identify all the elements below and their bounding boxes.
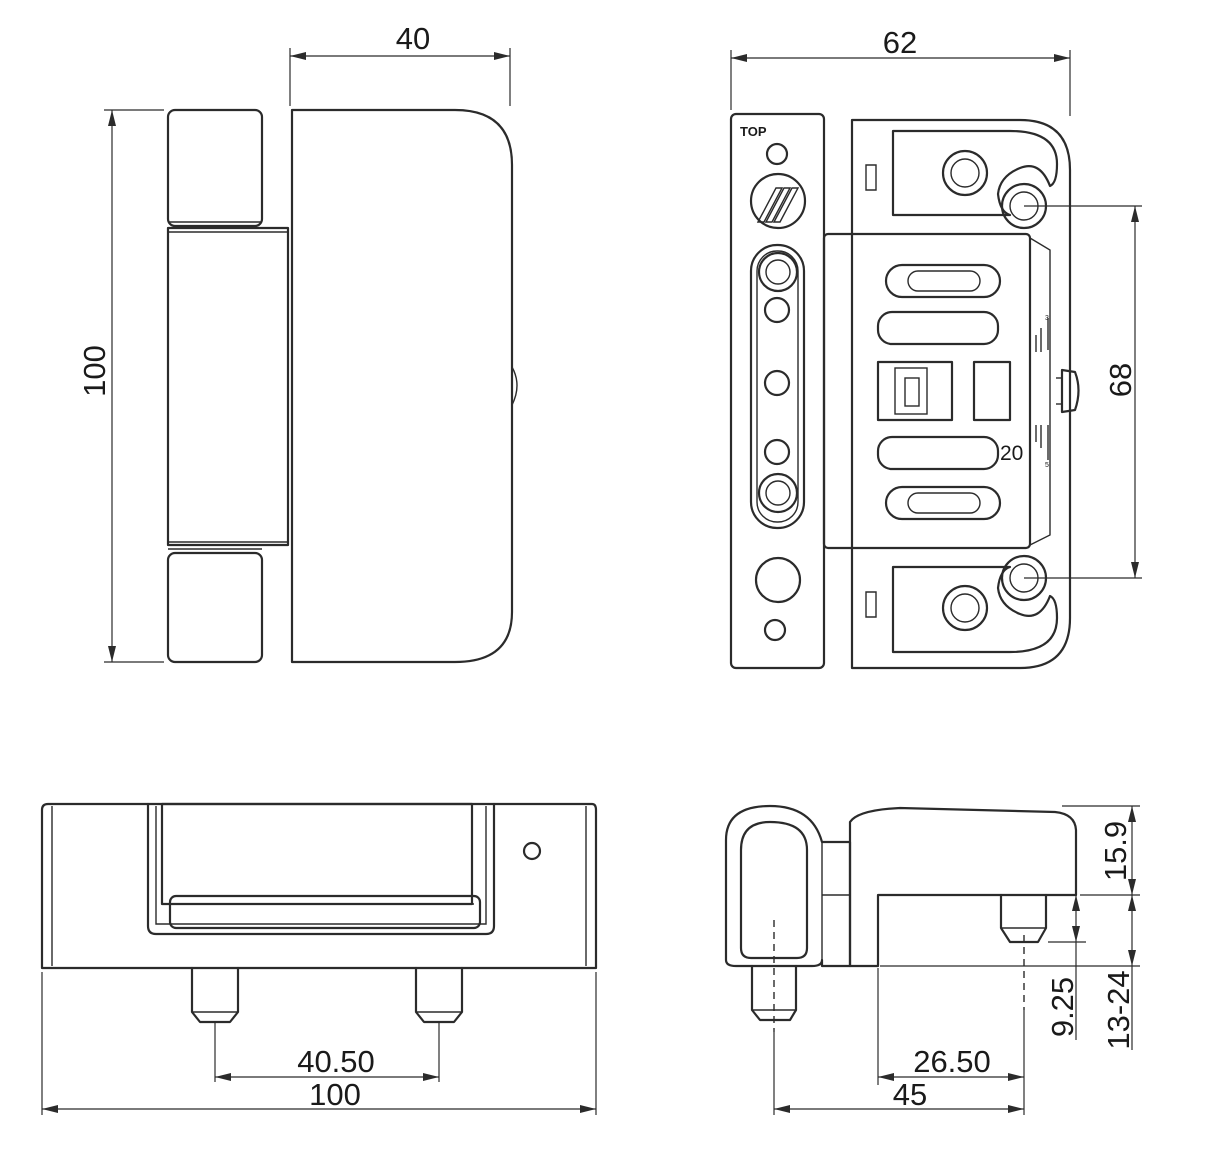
profile-leaf	[848, 806, 1078, 968]
bottom-view: 40.50 100	[40, 802, 598, 1115]
pin-left	[190, 966, 240, 1024]
dim-hole-spacing: 68	[1103, 363, 1138, 397]
dim-front-height: 100	[77, 345, 112, 397]
scale-top-tick: 3	[1045, 315, 1049, 322]
bottom-body	[40, 802, 598, 970]
center-housing	[822, 232, 1032, 550]
slot-outline	[749, 243, 806, 530]
lower-pocket	[891, 565, 1059, 654]
adjust-cam	[511, 366, 518, 406]
upper-pocket	[891, 129, 1059, 217]
profile-barrel	[724, 804, 852, 968]
lower-knuckle	[166, 551, 264, 664]
profile-knuckle	[739, 820, 809, 960]
pin-right	[414, 966, 464, 1024]
upper-knuckle	[166, 108, 264, 228]
adjustment-scale: 3 5 20	[1000, 315, 1049, 469]
profile-pin	[750, 964, 798, 1022]
center-barrel	[166, 226, 290, 547]
front-view: 40 100	[77, 21, 518, 664]
leaf-plate	[850, 118, 1072, 670]
dim-profile-top: 15.9	[1098, 821, 1133, 881]
dim-side-width: 62	[883, 25, 917, 60]
dim-profile-offset: 26.50	[913, 1044, 991, 1079]
profile-adjust-pin	[999, 893, 1048, 944]
scale-value: 20	[1000, 442, 1023, 465]
profile-view: 15.9 9.25 13-24 26.50 45	[724, 804, 1140, 1115]
dim-front-width: 40	[396, 21, 430, 56]
recess-outer	[146, 802, 496, 936]
dim-profile-range: 13-24	[1101, 970, 1136, 1049]
dim-profile-total: 45	[893, 1077, 927, 1112]
dim-profile-pin: 9.25	[1045, 977, 1080, 1037]
side-view: TOP	[729, 25, 1142, 670]
diagonal-stripes-logo-icon	[749, 172, 807, 230]
scale-bottom-tick: 5	[1045, 462, 1049, 469]
door-leaf-body	[290, 108, 514, 664]
dim-bottom-length: 100	[309, 1077, 361, 1112]
top-label: TOP	[740, 124, 767, 139]
adjust-screw	[1060, 368, 1080, 414]
dim-pin-spacing: 40.50	[297, 1044, 375, 1079]
height-adjuster	[876, 360, 954, 422]
